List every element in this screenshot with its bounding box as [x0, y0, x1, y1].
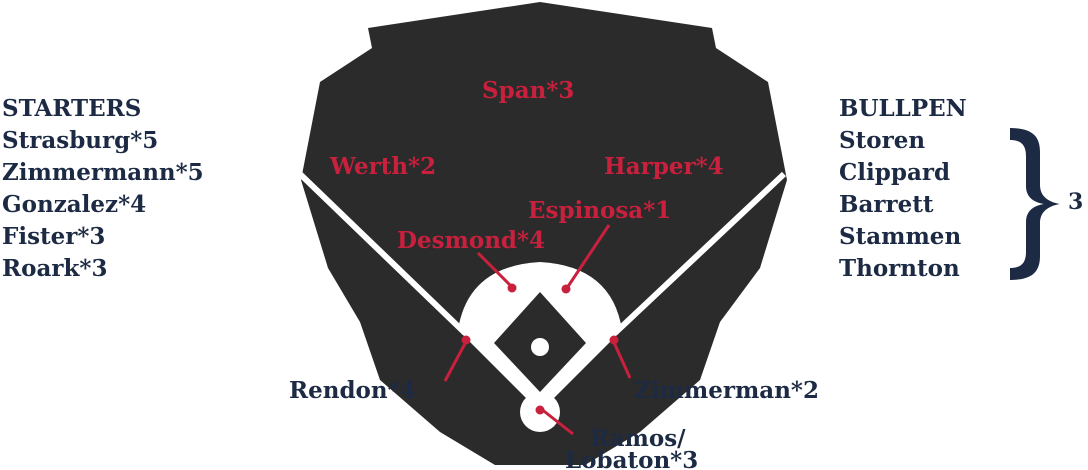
first-base-label: Zimmerman*2	[634, 377, 819, 404]
starter-item: Strasburg*5	[2, 127, 159, 154]
starters-list: STARTERS Strasburg*5 Zimmermann*5 Gonzal…	[2, 93, 204, 285]
left-field-label: Werth*2	[329, 153, 436, 180]
shortstop-pointer	[476, 251, 514, 289]
bullpen-count: 3	[1068, 189, 1084, 215]
left-foul-line	[297, 171, 468, 336]
bullpen-brace	[1010, 128, 1060, 280]
first-base-dot	[609, 335, 619, 345]
starters-heading: STARTERS	[2, 95, 142, 122]
bullpen-item: Thornton	[839, 255, 960, 282]
catcher-dot	[535, 405, 545, 415]
bullpen-item: Stammen	[839, 223, 962, 250]
starter-item: Gonzalez*4	[2, 191, 147, 218]
starter-item: Fister*3	[2, 223, 106, 250]
second-base-dot	[561, 284, 571, 294]
second-base-label: Espinosa*1	[528, 197, 671, 224]
bullpen-heading: BULLPEN	[839, 95, 967, 122]
starter-item: Zimmermann*5	[2, 159, 204, 186]
shortstop-dot	[507, 283, 517, 293]
bullpen-item: Storen	[839, 127, 926, 154]
third-base-dot	[461, 335, 471, 345]
starter-item: Roark*3	[2, 255, 108, 282]
third-base-label: Rendon*4	[289, 377, 416, 404]
catcher-pointer	[539, 406, 574, 436]
catcher-label-line2: Lobaton*3	[565, 447, 698, 470]
second-base-pointer	[565, 224, 611, 289]
center-field-label: Span*3	[482, 77, 574, 104]
field-silhouette	[301, 2, 787, 465]
pitchers-mound	[531, 338, 549, 356]
bullpen-list: BULLPEN Storen Clippard Barrett Stammen …	[839, 93, 967, 285]
bullpen-item: Clippard	[839, 159, 951, 186]
first-base-pointer	[610, 337, 632, 379]
bullpen-item: Barrett	[839, 191, 934, 218]
shortstop-label: Desmond*4	[397, 227, 545, 254]
right-foul-line	[612, 171, 787, 336]
third-base-pointer	[443, 337, 470, 382]
right-field-label: Harper*4	[604, 153, 724, 180]
catcher-label-line1: Ramos/	[590, 425, 686, 452]
